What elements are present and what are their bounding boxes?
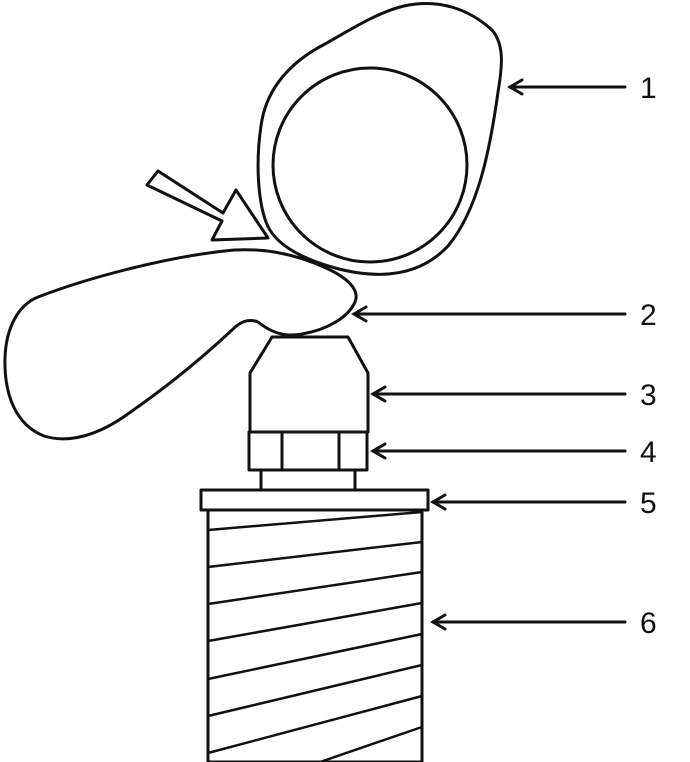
thread-line	[206, 510, 424, 532]
thread-line	[206, 663, 424, 718]
leader-arrows	[351, 78, 627, 631]
callout-label-1: 1	[640, 72, 657, 105]
thread-line	[318, 725, 424, 762]
force-arrow	[145, 169, 270, 242]
thread-line	[206, 601, 424, 643]
thread-line	[206, 632, 424, 681]
flange-collar	[199, 488, 430, 512]
rocker-lever	[3, 248, 358, 441]
threaded-body	[206, 508, 424, 762]
leader-arrow-3	[370, 385, 627, 403]
cam-assembly	[256, 2, 503, 276]
adjuster-head	[248, 335, 370, 434]
lock-nut	[247, 430, 369, 472]
thread-line	[206, 694, 424, 755]
callout-label-2: 2	[640, 299, 657, 332]
callout-label-6: 6	[640, 607, 657, 640]
callout-label-4: 4	[640, 436, 657, 469]
callout-label-5: 5	[640, 487, 657, 520]
leader-arrow-6	[430, 613, 627, 631]
lock-nut-body	[247, 430, 369, 472]
callout-label-3: 3	[640, 379, 657, 412]
leader-arrow-2	[351, 305, 627, 323]
cam-shaft	[271, 66, 469, 264]
thread-line	[206, 540, 424, 569]
leader-arrow-1	[507, 78, 627, 96]
leader-arrow-5	[430, 493, 627, 511]
leader-arrow-4	[370, 442, 627, 460]
thread-line	[206, 570, 424, 606]
threaded-body-outline	[206, 508, 424, 762]
adjuster-neck	[259, 468, 357, 492]
